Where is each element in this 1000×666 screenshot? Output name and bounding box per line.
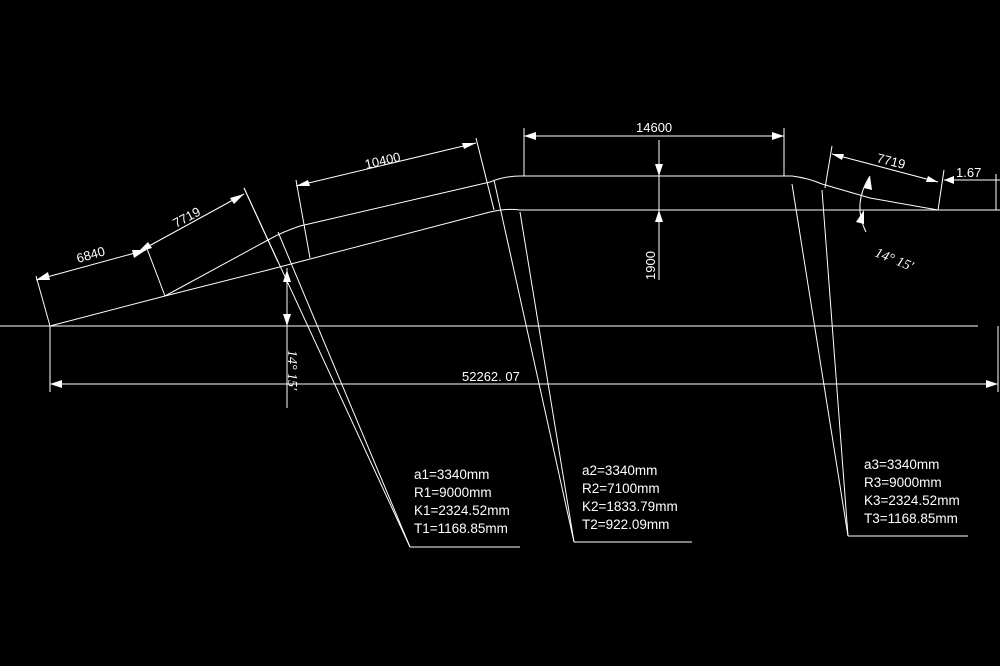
- dim-7719-left: 7719: [137, 187, 279, 263]
- param-line: a2=3340mm: [582, 463, 657, 478]
- dim-7719-right: 7719: [824, 145, 945, 211]
- param-line: K2=1833.79mm: [582, 499, 678, 514]
- param-line: T1=1168.85mm: [414, 521, 508, 536]
- param-line: K1=2324.52mm: [414, 503, 510, 518]
- dim-1900: 1900: [643, 140, 663, 280]
- angle-right: 14° 15′: [856, 175, 917, 275]
- dim-7719-left-label: 7719: [170, 204, 203, 231]
- dim-1900-label: 1900: [643, 251, 658, 280]
- profile-upper: [164, 175, 1000, 297]
- dim-6840: 6840: [35, 243, 166, 327]
- curve-params-2: a2=3340mm R2=7100mm K2=1833.79mm T2=922.…: [582, 463, 678, 532]
- param-line: T2=922.09mm: [582, 517, 669, 532]
- dim-10400-label: 10400: [363, 149, 402, 172]
- param-line: R2=7100mm: [582, 481, 660, 496]
- dim-1-67-label: 1.67: [956, 165, 981, 180]
- leaders: [243, 179, 968, 548]
- dim-7719-right-label: 7719: [875, 150, 907, 172]
- param-line: R3=9000mm: [864, 475, 942, 490]
- param-line: K3=2324.52mm: [864, 493, 960, 508]
- param-line: a3=3340mm: [864, 457, 939, 472]
- param-line: R1=9000mm: [414, 485, 492, 500]
- dim-1-67: 1.67: [944, 165, 1000, 210]
- angle-left-label: 14° 15′: [284, 350, 299, 391]
- param-line: a1=3340mm: [414, 467, 489, 482]
- dim-14600-label: 14600: [636, 120, 672, 135]
- dim-total: 52262. 07: [49, 326, 999, 392]
- angle-right-label: 14° 15′: [873, 246, 917, 275]
- dim-10400: 10400: [295, 137, 495, 259]
- curve-params-1: a1=3340mm R1=9000mm K1=2324.52mm T1=1168…: [414, 467, 510, 536]
- curve-params-3: a3=3340mm R3=9000mm K3=2324.52mm T3=1168…: [864, 457, 960, 526]
- angle-left: 14° 15′: [283, 268, 299, 408]
- dim-14600: 14600: [523, 120, 785, 176]
- profile-lower: [49, 208, 1000, 327]
- param-line: T3=1168.85mm: [864, 511, 958, 526]
- dim-total-label: 52262. 07: [462, 369, 520, 384]
